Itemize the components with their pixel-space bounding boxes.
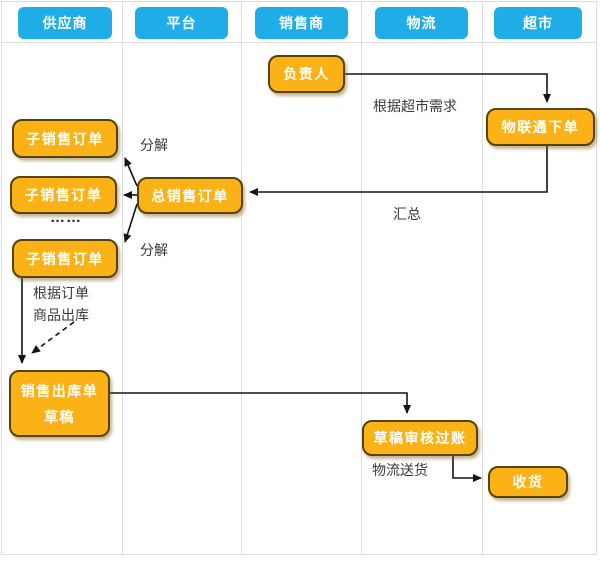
node-sub-sales-order-3: 子销售订单 xyxy=(12,239,118,278)
lane-divider-1 xyxy=(122,2,123,554)
header-divider xyxy=(2,42,596,43)
label-logistics-delivery: 物流送货 xyxy=(372,462,428,478)
lane-divider-2 xyxy=(241,2,242,554)
node-iot-order: 物联通下单 xyxy=(486,108,595,146)
node-receive-goods: 收货 xyxy=(488,466,568,498)
label-per-order: 根据订单 xyxy=(33,285,89,301)
label-goods-outbound: 商品出库 xyxy=(33,307,89,323)
label-per-supermarket-demand: 根据超市需求 xyxy=(373,98,457,114)
lane-header-seller: 销售商 xyxy=(255,7,348,39)
lane-divider-4 xyxy=(482,2,483,554)
node-sub-sales-order-1: 子销售订单 xyxy=(12,119,118,158)
node-person-in-charge: 负责人 xyxy=(268,55,345,93)
node-draft-audit-posting: 草稿审核过账 xyxy=(362,420,478,456)
lane-divider-3 xyxy=(361,2,362,554)
node-sub-sales-order-2: 子销售订单 xyxy=(10,176,117,214)
label-decompose-bottom: 分解 xyxy=(140,242,168,258)
lane-header-supermarket: 超市 xyxy=(494,7,582,39)
lane-header-logistics: 物流 xyxy=(375,7,468,39)
label-decompose-top: 分解 xyxy=(140,137,168,153)
node-sales-outbound-draft: 销售出库单 草稿 xyxy=(9,370,110,437)
node-sales-outbound-draft-line1: 销售出库单 xyxy=(20,382,99,399)
lane-header-supplier: 供应商 xyxy=(18,7,112,39)
label-ellipsis: …… xyxy=(50,209,82,226)
node-sales-outbound-draft-line2: 草稿 xyxy=(44,408,75,425)
lane-header-platform: 平台 xyxy=(135,7,228,39)
node-total-sales-order: 总销售订单 xyxy=(137,177,243,214)
label-aggregate: 汇总 xyxy=(393,206,421,222)
